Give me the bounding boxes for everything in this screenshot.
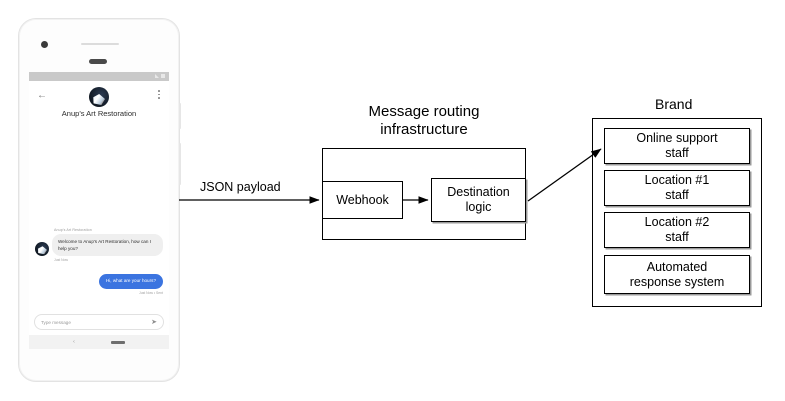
- recipient-label-line1: Location #2: [644, 215, 710, 229]
- message-timestamp-outgoing: Just Now • Sent: [139, 290, 163, 295]
- infrastructure-title-line1: Message routing: [368, 103, 480, 120]
- recipient-label-line1: Automated: [646, 259, 708, 274]
- message-bubble-incoming: Welcome to Anup's Art Restoration, how c…: [52, 234, 163, 257]
- status-bar-icons: [155, 74, 165, 78]
- destination-logic-label-line1: Destination: [447, 185, 510, 199]
- nav-home-pill[interactable]: [110, 340, 125, 344]
- recipient-location-2-staff[interactable]: Location #2 staff: [604, 212, 750, 248]
- webhook-label: Webhook: [336, 192, 389, 207]
- chat-message-list: Anup's Art Restoration Welcome to Anup's…: [29, 126, 169, 311]
- recipient-label-line2: response system: [629, 274, 725, 289]
- send-icon[interactable]: ➤: [151, 318, 157, 326]
- webhook-node[interactable]: Webhook: [322, 181, 403, 219]
- message-sender-label: Anup's Art Restoration: [54, 228, 92, 232]
- recipient-automated-response-system[interactable]: Automated response system: [604, 255, 750, 294]
- status-bar: [29, 72, 169, 81]
- phone-power-button[interactable]: [179, 103, 181, 129]
- page-title: Anup's Art Restoration: [61, 109, 137, 118]
- recipient-label-line2: staff: [665, 230, 689, 244]
- kebab-menu-icon[interactable]: [158, 90, 160, 101]
- message-avatar: [35, 242, 49, 257]
- brand-container: [592, 118, 762, 307]
- recipient-online-support-staff[interactable]: Online support staff: [604, 128, 750, 164]
- message-group-incoming: Anup's Art Restoration Welcome to Anup's…: [35, 228, 163, 262]
- message-group-outgoing: Hi, what are your hours? Just Now • Sent: [35, 274, 163, 295]
- phone-screen: ← Anup's Art Restoration Anup's Art Rest…: [29, 72, 169, 335]
- phone-top-accent: [81, 43, 119, 45]
- recipient-label-line2: staff: [665, 188, 689, 202]
- destination-logic-label-line2: logic: [465, 200, 492, 214]
- recipient-label-line1: Location #1: [644, 173, 710, 187]
- connector-destination-to-brand: [527, 148, 602, 202]
- message-input[interactable]: Type message: [41, 319, 71, 325]
- nav-back-icon[interactable]: ‹: [73, 339, 75, 345]
- android-nav-bar: ‹: [29, 335, 169, 349]
- signal-icon: [155, 74, 159, 78]
- back-arrow-icon[interactable]: ←: [37, 90, 47, 101]
- message-composer[interactable]: Type message ➤: [34, 314, 164, 330]
- front-camera-icon: [41, 41, 48, 48]
- phone-mockup: ← Anup's Art Restoration Anup's Art Rest…: [18, 18, 181, 382]
- json-payload-label: JSON payload: [200, 180, 281, 194]
- recipient-label-line1: Online support: [636, 131, 718, 145]
- recipient-location-1-staff[interactable]: Location #1 staff: [604, 170, 750, 206]
- recipient-label-line2: staff: [665, 146, 689, 160]
- earpiece-speaker: [89, 59, 107, 64]
- chat-header: ← Anup's Art Restoration: [29, 81, 169, 126]
- message-bubble-outgoing: Hi, what are your hours?: [98, 274, 163, 289]
- battery-icon: [161, 74, 165, 78]
- infrastructure-title: Message routing infrastructure: [322, 103, 526, 138]
- message-timestamp-incoming: Just Now: [54, 258, 68, 263]
- phone-volume-button[interactable]: [179, 143, 181, 185]
- infrastructure-title-line2: infrastructure: [380, 120, 468, 138]
- avatar: [89, 87, 109, 107]
- destination-logic-node[interactable]: Destination logic: [431, 178, 526, 222]
